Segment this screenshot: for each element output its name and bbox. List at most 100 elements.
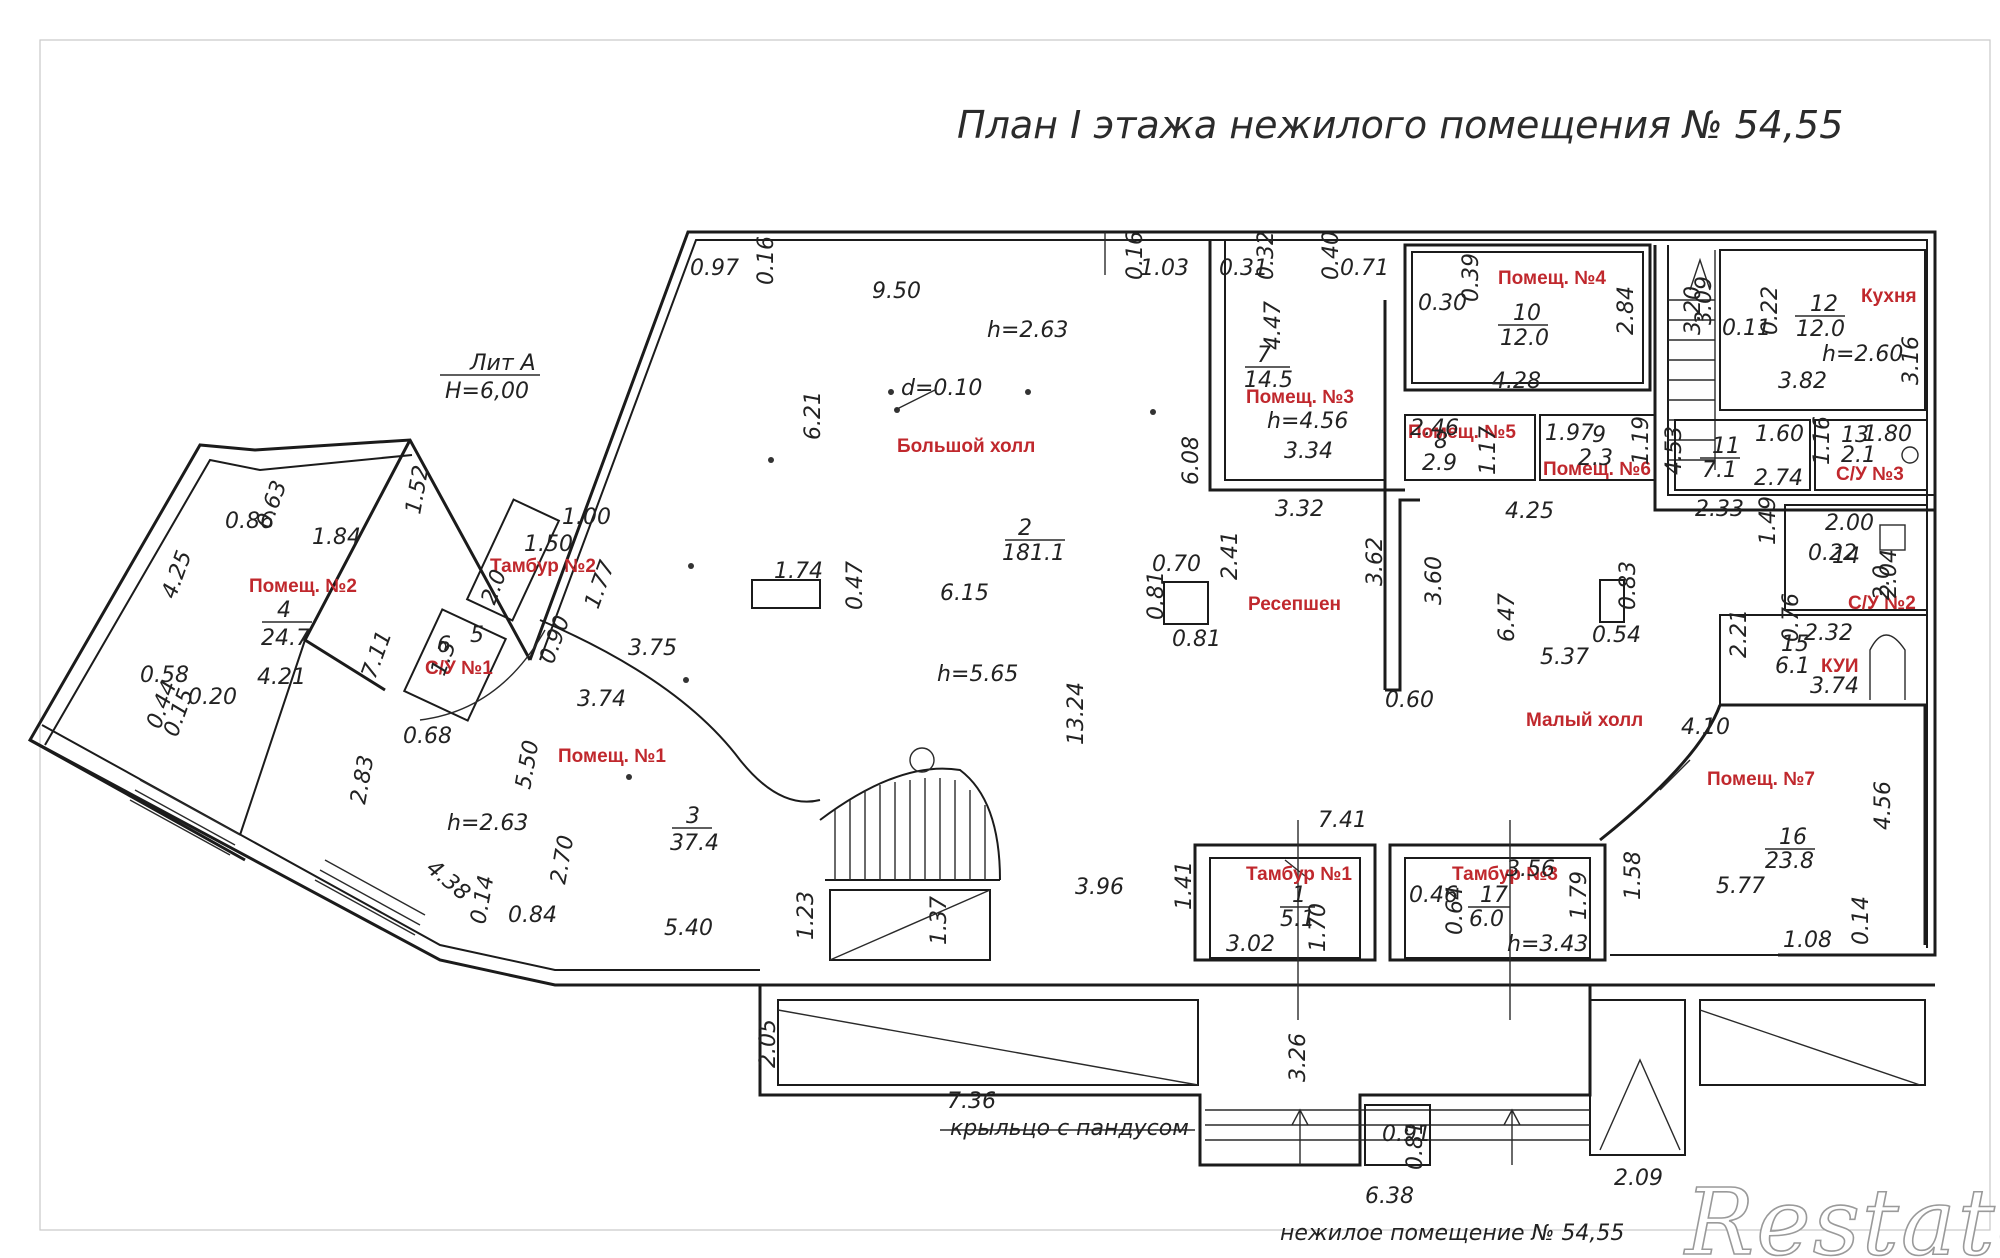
num-6: 6 bbox=[437, 633, 451, 658]
dimension-label: 1.19 bbox=[1629, 416, 1654, 465]
dimension-label: 0.14 bbox=[466, 873, 499, 926]
area-14: 2.0 bbox=[1870, 565, 1895, 600]
porch bbox=[758, 985, 1926, 1167]
dimension-label: 0.91 bbox=[1382, 1122, 1431, 1147]
num-1: 1 bbox=[1292, 883, 1306, 908]
dimension-label: 1.79 bbox=[1567, 871, 1592, 920]
dimension-label: 3.75 bbox=[628, 636, 677, 661]
dimension-label: 2.00 bbox=[1825, 511, 1874, 536]
dimension-label: 0.81 bbox=[1144, 571, 1169, 620]
label-big-hall: Большой холл bbox=[897, 436, 1035, 457]
dimension-label: 3.32 bbox=[1275, 497, 1324, 522]
dimension-label: 3.16 bbox=[1899, 336, 1924, 385]
dimension-label: 0.46 bbox=[1409, 883, 1458, 908]
dimension-label: 0.39 bbox=[1459, 253, 1484, 302]
dimension-label: 0.60 bbox=[1385, 688, 1434, 713]
dimension-label: 2.21 bbox=[1727, 609, 1752, 658]
dimension-label: 6.21 bbox=[801, 391, 826, 440]
dimension-label: 3.56 bbox=[1506, 857, 1555, 882]
dimension-label: 1.08 bbox=[1783, 928, 1832, 953]
dimension-label: 0.86 bbox=[225, 509, 274, 534]
dimension-label: 0.70 bbox=[1152, 552, 1201, 577]
dimension-label: 2.05 bbox=[756, 1019, 781, 1068]
dimension-label: 7.41 bbox=[1318, 808, 1367, 833]
num-12: 12 bbox=[1810, 292, 1838, 317]
area-8: 2.9 bbox=[1422, 451, 1457, 476]
area-16: 23.8 bbox=[1765, 849, 1814, 874]
dimension-label: 1.00 bbox=[562, 505, 611, 530]
label-room-2: Помещ. №2 bbox=[249, 576, 357, 597]
dimension-label: 1.41 bbox=[1172, 861, 1197, 910]
dimension-label: 3.20 bbox=[1681, 286, 1706, 335]
dimension-label: 4.53 bbox=[1662, 426, 1687, 475]
dimension-label: 0.11 bbox=[1722, 316, 1771, 341]
label-su-1: С/У №1 bbox=[425, 658, 493, 679]
label-tambur-2: Тамбур №2 bbox=[490, 556, 596, 577]
dimension-label: 2.33 bbox=[1695, 497, 1744, 522]
room-areas: 2 181.1 3 37.4 4 24.7 7 14.5 10 12.0 8 2… bbox=[261, 292, 1895, 932]
dimension-label: 0.31 bbox=[1219, 256, 1268, 281]
big-hall-features bbox=[626, 232, 1625, 961]
dimension-label: 9.50 bbox=[872, 279, 921, 304]
label-su-3: С/У №3 bbox=[1836, 464, 1904, 485]
dimension-label: 3.60 bbox=[1422, 556, 1447, 605]
dimension-label: 0.64 bbox=[1443, 886, 1468, 935]
num-17: 17 bbox=[1480, 883, 1508, 908]
area-7: 14.5 bbox=[1244, 368, 1293, 393]
dimension-label: 1.80 bbox=[1863, 422, 1912, 447]
dimension-label: 1.97 bbox=[1545, 421, 1594, 446]
num-2: 2 bbox=[1018, 516, 1032, 541]
dimension-label: 0.84 bbox=[508, 903, 557, 928]
area-4: 24.7 bbox=[261, 626, 310, 651]
num-13: 13 bbox=[1841, 423, 1869, 448]
area-1: 5.1 bbox=[1280, 907, 1315, 932]
dimension-label: 3.62 bbox=[1363, 537, 1388, 586]
dimension-label: 0.63 bbox=[252, 477, 292, 532]
dimension-label: 6.08 bbox=[1179, 436, 1204, 485]
footer-note: нежилое помещение № 54,55 bbox=[1280, 1221, 1624, 1246]
dimension-label: 0.40 bbox=[1319, 231, 1344, 280]
dimension-label: 3.34 bbox=[1284, 439, 1333, 464]
dimension-label: 3.09 bbox=[1692, 276, 1717, 325]
dimension-label: 1.60 bbox=[1755, 422, 1804, 447]
dimension-label: 1.84 bbox=[312, 525, 361, 550]
dimension-label: 1.50 bbox=[524, 532, 573, 557]
dimension-label: 1.52 bbox=[401, 463, 434, 516]
area-15: 6.1 bbox=[1775, 654, 1810, 679]
dimension-label: 5.37 bbox=[1540, 645, 1589, 670]
dimension-label: 6.38 bbox=[1365, 1184, 1414, 1209]
area-17: 6.0 bbox=[1469, 907, 1504, 932]
dimension-label: 0.76 bbox=[1779, 593, 1804, 642]
num-15: 15 bbox=[1781, 632, 1809, 657]
label-tambur-1: Тамбур №1 bbox=[1246, 864, 1352, 885]
height-hall-upper: h=2.63 bbox=[987, 318, 1068, 343]
dimension-label: 2.46 bbox=[1410, 416, 1459, 441]
num-10: 10 bbox=[1513, 301, 1541, 326]
dimension-label: 3.26 bbox=[1286, 1033, 1311, 1082]
outer-walls bbox=[27, 230, 1937, 987]
dimension-label: 0.16 bbox=[754, 236, 779, 285]
dimension-label: 2.09 bbox=[1614, 1166, 1663, 1191]
dimension-label: 7.11 bbox=[357, 627, 397, 682]
dimension-label: 4.25 bbox=[157, 547, 197, 602]
num-5: 5 bbox=[470, 623, 484, 648]
dimension-label: 6.15 bbox=[940, 581, 989, 606]
dimension-label: 0.81 bbox=[1403, 1121, 1428, 1170]
dimension-label: 4.56 bbox=[1871, 781, 1896, 830]
dimension-label: 4.47 bbox=[1261, 301, 1286, 350]
dimension-label: 2.83 bbox=[346, 753, 379, 806]
scan-frame bbox=[39, 39, 1991, 1231]
dimension-label: 0.58 bbox=[140, 663, 189, 688]
num-3: 3 bbox=[686, 804, 700, 829]
dimension-label: 2.04 bbox=[1877, 549, 1902, 598]
label-room-4: Помещ. №4 bbox=[1498, 268, 1606, 289]
diameter-note: d=0.10 bbox=[901, 376, 982, 401]
dimension-label: 2.74 bbox=[1754, 466, 1803, 491]
dimension-label: 3.74 bbox=[577, 687, 626, 712]
label-room-3: Помещ. №3 bbox=[1246, 387, 1354, 408]
heights: h=2.63 h=5.65 h=4.56 h=2.60 h=2.63 h=3.4… bbox=[447, 318, 1903, 957]
label-kitchen: Кухня bbox=[1861, 286, 1917, 307]
num-14: 14 bbox=[1832, 544, 1860, 569]
area-11: 7.1 bbox=[1702, 458, 1737, 483]
dimension-label: 3.02 bbox=[1226, 932, 1275, 957]
